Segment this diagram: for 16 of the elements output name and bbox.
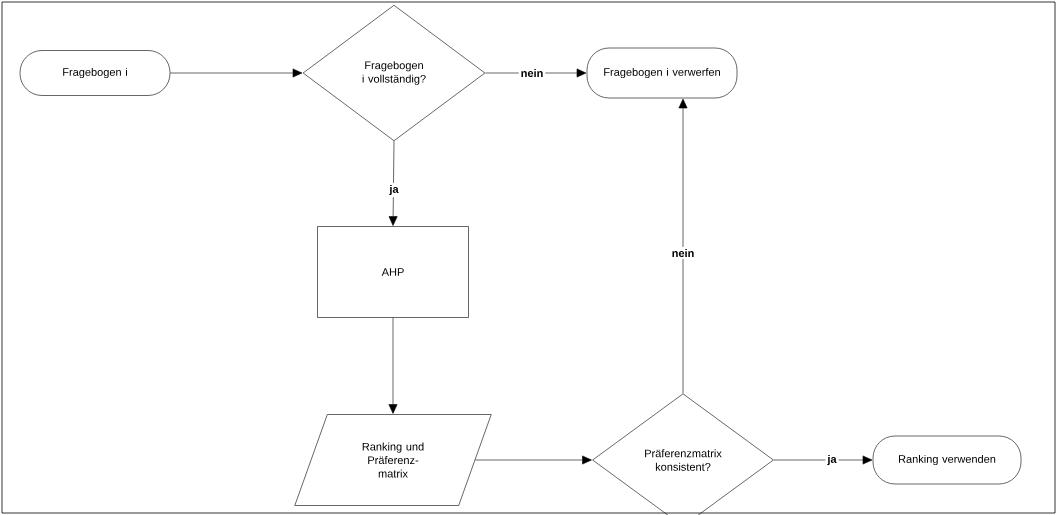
edge-label: nein (518, 66, 546, 80)
arrow (474, 455, 592, 465)
arrow (170, 68, 303, 78)
edge-label: ja (825, 452, 839, 468)
arrow (388, 317, 398, 414)
terminal-box: Ranking verwenden (872, 435, 1022, 485)
arrow (485, 68, 587, 78)
data-parallelogram: Ranking und Präferenz- matrix (294, 414, 492, 506)
arrow (678, 98, 688, 394)
arrow (388, 140, 398, 226)
terminal-box: Fragebogen i (19, 50, 171, 96)
edge-label: ja (387, 182, 401, 198)
terminal-box: Fragebogen i verwerfen (586, 47, 738, 99)
arrow (773, 455, 873, 465)
process-box: AHP (317, 226, 469, 318)
edge-label: nein (669, 246, 697, 260)
